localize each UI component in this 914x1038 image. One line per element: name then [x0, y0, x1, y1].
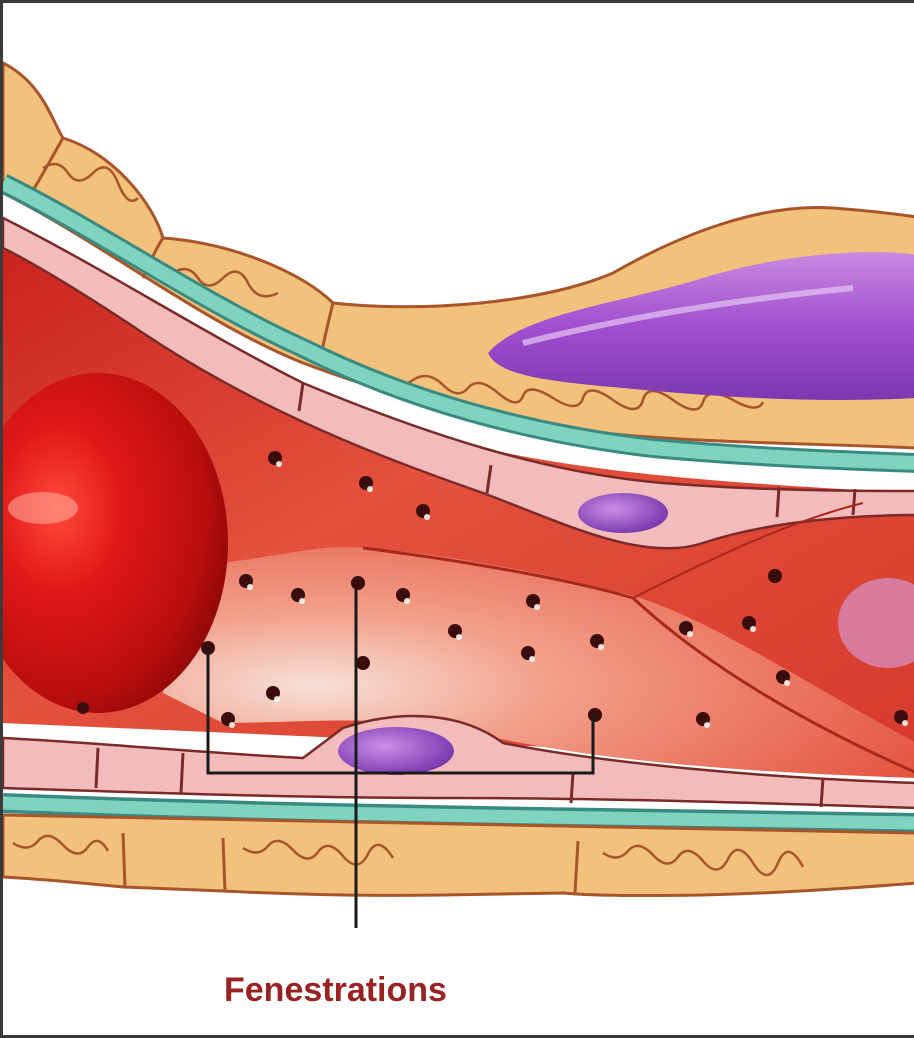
capillary-diagram: Fenestrations — [3, 3, 914, 1038]
upper-endothelial-nucleus — [578, 493, 668, 533]
fenestrations-label: Fenestrations — [224, 971, 447, 1009]
